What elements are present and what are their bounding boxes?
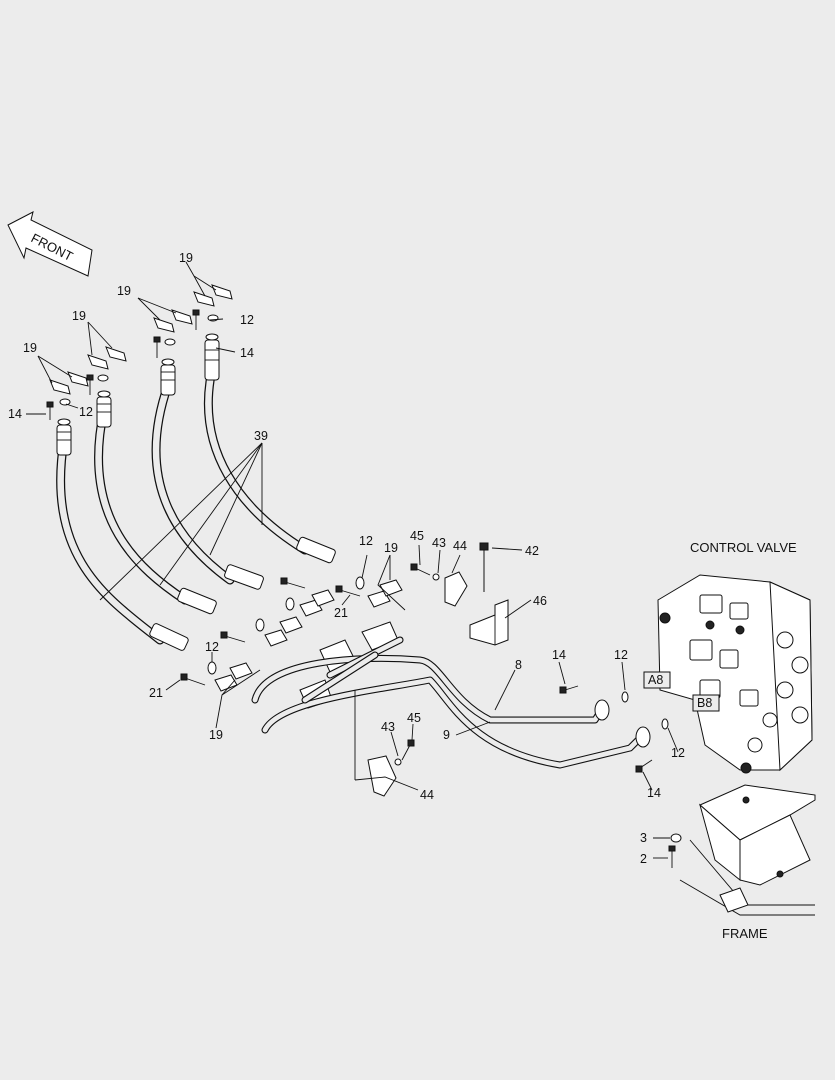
- callout: 43: [432, 536, 446, 550]
- callout: 19: [23, 341, 37, 355]
- callout: 21: [149, 686, 163, 700]
- callout: 19: [72, 309, 86, 323]
- callout: 9: [443, 728, 450, 742]
- hose-end-fittings: [56, 333, 220, 456]
- lower-clamps: [180, 576, 403, 692]
- valve-port-bosses: [659, 594, 809, 774]
- callout: 19: [209, 728, 223, 742]
- front-direction-arrow: FRONT: [7, 211, 93, 277]
- frame-caption: FRAME: [722, 926, 768, 941]
- callout: 43: [381, 720, 395, 734]
- callout-labels: 19 19 19 19 12 14 12 14 39 45 43 44 42 1…: [8, 251, 685, 866]
- callout: 14: [647, 786, 661, 800]
- bracket: [469, 599, 509, 646]
- callout: 44: [453, 539, 467, 553]
- callout: 19: [179, 251, 193, 265]
- pipe-clamp-upper: [410, 542, 489, 607]
- callout: 12: [240, 313, 254, 327]
- callout: 14: [240, 346, 254, 360]
- callout: 21: [334, 606, 348, 620]
- callout: 14: [8, 407, 22, 421]
- pipe-clamp-lower: [367, 739, 415, 797]
- bolts-top: [46, 309, 200, 420]
- callout: 19: [117, 284, 131, 298]
- callout: 12: [359, 534, 373, 548]
- callout: 45: [410, 529, 424, 543]
- callout: 39: [254, 429, 268, 443]
- callout: 2: [640, 852, 647, 866]
- steel-pipes: [251, 636, 651, 769]
- valve-mount-hardware: [559, 685, 669, 773]
- port-label-a8: A8: [648, 673, 663, 687]
- split-flange-clamps-top: [49, 284, 233, 406]
- port-a8-tag: [643, 671, 671, 689]
- hose-lower-fittings: [149, 536, 336, 651]
- leader-lines: [26, 261, 679, 859]
- callout: 8: [515, 658, 522, 672]
- control-valve-body: [643, 574, 813, 774]
- callout: 12: [79, 405, 93, 419]
- callout: 42: [525, 544, 539, 558]
- callout: 46: [533, 594, 547, 608]
- frame-pedestal: [668, 784, 816, 916]
- callout: 12: [614, 648, 628, 662]
- callout: 19: [384, 541, 398, 555]
- callout: 12: [671, 746, 685, 760]
- callout: 45: [407, 711, 421, 725]
- callout: 12: [205, 640, 219, 654]
- callout: 44: [420, 788, 434, 802]
- hose-group: [56, 365, 310, 645]
- control-valve-caption: CONTROL VALVE: [690, 540, 797, 555]
- port-b8-tag: [692, 694, 720, 712]
- callout: 3: [640, 831, 647, 845]
- port-label-b8: B8: [697, 696, 712, 710]
- callout: 14: [552, 648, 566, 662]
